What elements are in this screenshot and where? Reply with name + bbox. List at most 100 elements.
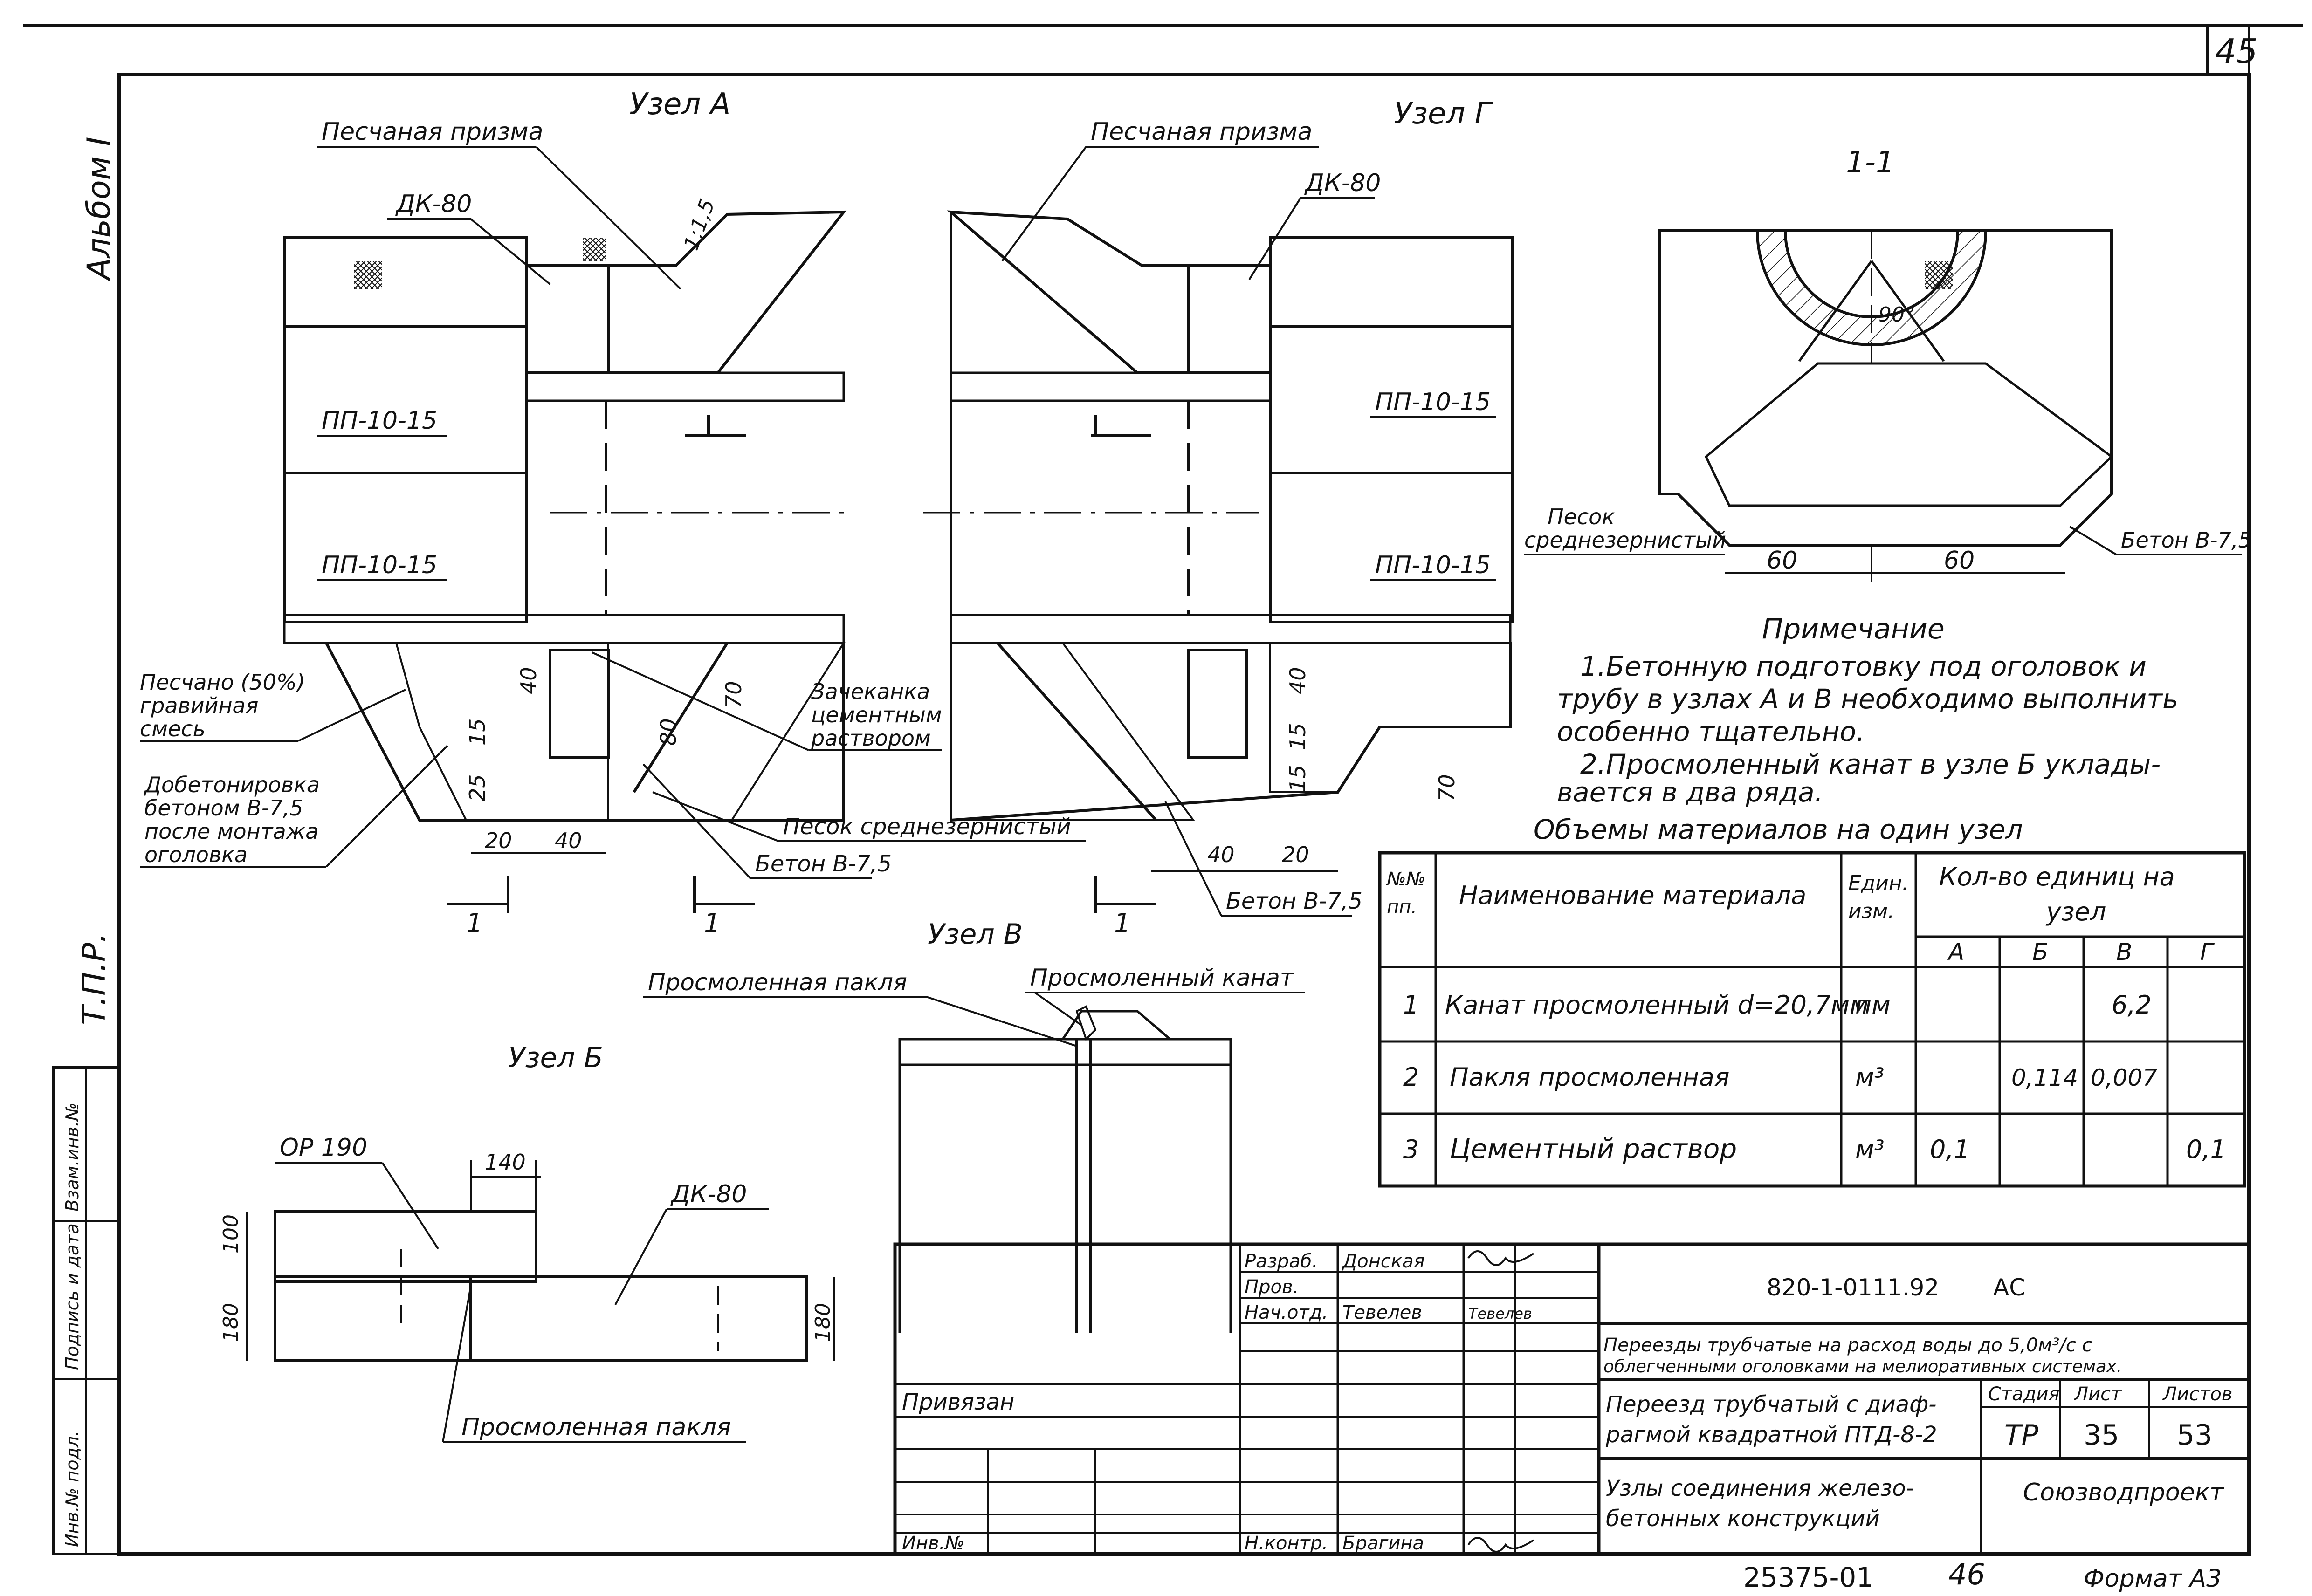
- node-g-dim-40b: 40: [1207, 842, 1235, 867]
- note-heading: Примечание: [1762, 613, 1945, 645]
- row3-num: 3: [1403, 1135, 1419, 1164]
- node-g-pp-lower: ПП-10-15: [1375, 551, 1491, 579]
- node-v: Узел В Просмоленная пакля Просмоленный к…: [643, 918, 1305, 1333]
- node-g-dim-20: 20: [1282, 842, 1309, 867]
- stamp-podpis: Подпись и дата: [62, 1223, 83, 1370]
- node-b-dim-180a: 180: [219, 1303, 243, 1342]
- section-angle: 90°: [1878, 303, 1915, 327]
- node-a-dim-80: 80: [656, 718, 681, 746]
- tb-name-0: Донская: [1342, 1251, 1425, 1272]
- tb-stage-label: Стадия: [1988, 1384, 2059, 1405]
- tb-signature-2: Тевелев: [1468, 1305, 1532, 1322]
- tb-attached: Привязан: [902, 1389, 1014, 1415]
- node-a-dim-40: 40: [516, 667, 541, 694]
- node-v-tow: Просмоленная пакля: [648, 969, 907, 996]
- node-g-dk80: ДК-80: [1304, 169, 1381, 197]
- album-label: Альбом I: [81, 137, 117, 281]
- tb-name-7: Брагина: [1342, 1533, 1424, 1554]
- tb-sheet-title: Узлы соединения железо- бетонных констру…: [1606, 1475, 1921, 1532]
- node-g-pp-upper: ПП-10-15: [1375, 388, 1491, 416]
- signature-mark-1: [1467, 1250, 1534, 1266]
- tb-sheet: 35: [2084, 1419, 2119, 1452]
- node-g-sand-prism: Песчаная призма: [1091, 118, 1313, 146]
- node-a-slope: 1:1,5: [679, 196, 720, 253]
- hdr-col-a: А: [1947, 938, 1964, 966]
- tb-inv: Инв.№: [902, 1533, 964, 1554]
- note-line-3: особенно тщательно.: [1557, 716, 1865, 747]
- node-a: Узел А 1 1 20 40 40: [140, 87, 1086, 938]
- section-concrete: Бетон В-7,5: [2121, 527, 2252, 553]
- signature-mark-2: [1467, 1537, 1534, 1553]
- node-a-dim-40b: 40: [555, 828, 582, 853]
- row3-name: Цементный раствор: [1450, 1133, 1737, 1164]
- node-g-dim-15b: 15: [1285, 765, 1310, 792]
- node-v-rope: Просмоленный канат: [1030, 964, 1294, 991]
- node-b-title: Узел Б: [508, 1041, 603, 1074]
- node-a-dim-25: 25: [465, 774, 490, 801]
- tb-sheet-label: Лист: [2073, 1384, 2122, 1405]
- row3-g: 0,1: [2186, 1135, 2226, 1164]
- node-g-section-mark: 1: [1114, 908, 1131, 938]
- hdr-unit: Един.изм.: [1848, 871, 1909, 923]
- section-dim-left: 60: [1767, 547, 1797, 575]
- tb-role-1: Пров.: [1245, 1276, 1299, 1298]
- sheet-number: 45: [2215, 32, 2258, 71]
- tb-code: 820-1-0111.92 АС: [1767, 1274, 2025, 1301]
- tb-object: Переезд трубчатый с диаф- рагмой квадрат…: [1605, 1391, 1944, 1448]
- title-block: Разраб. Пров. Нач.отд. Н.контр. Донская …: [893, 1242, 2251, 1556]
- row3-unit: м³: [1855, 1135, 1884, 1164]
- note-line-2: трубу в узлах А и В необходимо выполнить: [1557, 683, 2178, 715]
- node-a-pp-lower: ПП-10-15: [322, 551, 437, 579]
- row3-a: 0,1: [1930, 1135, 1970, 1164]
- row1-name: Канат просмоленный d=20,7мм: [1445, 990, 1869, 1020]
- row2-name: Пакля просмоленная: [1450, 1062, 1730, 1092]
- footer-page: 46: [1948, 1557, 1985, 1591]
- row2-unit: м³: [1855, 1062, 1884, 1092]
- tpr-label: Т.П.Р.: [76, 932, 113, 1025]
- node-a-dk80: ДК-80: [395, 190, 472, 218]
- row1-v: 6,2: [2112, 990, 2152, 1020]
- tb-role-7: Н.контр.: [1245, 1533, 1328, 1554]
- node-b-dim-100: 100: [219, 1214, 243, 1254]
- section-title: 1-1: [1846, 145, 1895, 180]
- node-b: Узел Б ОР 190 ДК-80 140 100 180 180 Прос…: [219, 1041, 835, 1443]
- tb-stage: ТР: [2004, 1419, 2039, 1452]
- row2-num: 2: [1403, 1062, 1419, 1092]
- section-sand: Песок среднезернистый: [1524, 504, 1726, 553]
- node-v-title: Узел В: [928, 918, 1023, 951]
- tb-project-1: Переезды трубчатые на расход воды до 5,0…: [1603, 1335, 2092, 1356]
- node-a-concreting: Добетонировка бетоном В-7,5 после монтаж…: [144, 772, 327, 867]
- node-g-dim-70: 70: [1434, 774, 1459, 801]
- tb-org: Союзводпроект: [2023, 1479, 2224, 1507]
- hdr-col-b: Б: [2032, 938, 2048, 966]
- section-dim-right: 60: [1944, 547, 1975, 575]
- node-b-op190: ОР 190: [280, 1134, 367, 1162]
- hdr-name: Наименование материала: [1459, 881, 1806, 910]
- row1-unit: пм: [1855, 990, 1891, 1020]
- node-a-dim-15: 15: [465, 718, 490, 746]
- tb-role-0: Разраб.: [1245, 1251, 1318, 1272]
- caulking-label: Зачеканка цементным раствором: [811, 679, 949, 751]
- node-a-section-mark-2: 1: [704, 908, 721, 938]
- tb-name-2: Тевелев: [1342, 1302, 1422, 1323]
- node-a-sand-medium: Песок среднезернистый: [783, 814, 1071, 840]
- node-a-pp-upper: ПП-10-15: [322, 407, 437, 435]
- tb-sheets-label: Листов: [2162, 1384, 2232, 1405]
- node-g-dim-15a: 15: [1285, 723, 1310, 750]
- node-b-dk80: ДК-80: [670, 1180, 747, 1208]
- tb-project-2: облегченными оголовками на мелиоративных…: [1603, 1356, 2122, 1377]
- note-line-1: 1.Бетонную подготовку под оголовок и: [1580, 651, 2147, 682]
- node-a-section-mark: 1: [466, 908, 483, 938]
- node-g: Узел Г 1 40 20 40 15 15 70 П: [923, 96, 1514, 938]
- node-a-concrete: Бетон В-7,5: [755, 851, 892, 877]
- note-line-5: вается в два ряда.: [1557, 776, 1823, 808]
- materials-title: Объемы материалов на один узел: [1534, 814, 2023, 845]
- node-a-sand-gravel: Песчано (50%) гравийная смесь: [140, 670, 312, 741]
- footer-archive: 25375-01: [1743, 1562, 1873, 1593]
- node-g-dim-40: 40: [1285, 667, 1310, 694]
- node-b-dim-180b: 180: [811, 1303, 835, 1342]
- hdr-col-g: Г: [2200, 938, 2215, 966]
- section-1-1: 1-1 90° 60 60 Песок среднезернистый Бето…: [1524, 145, 2252, 582]
